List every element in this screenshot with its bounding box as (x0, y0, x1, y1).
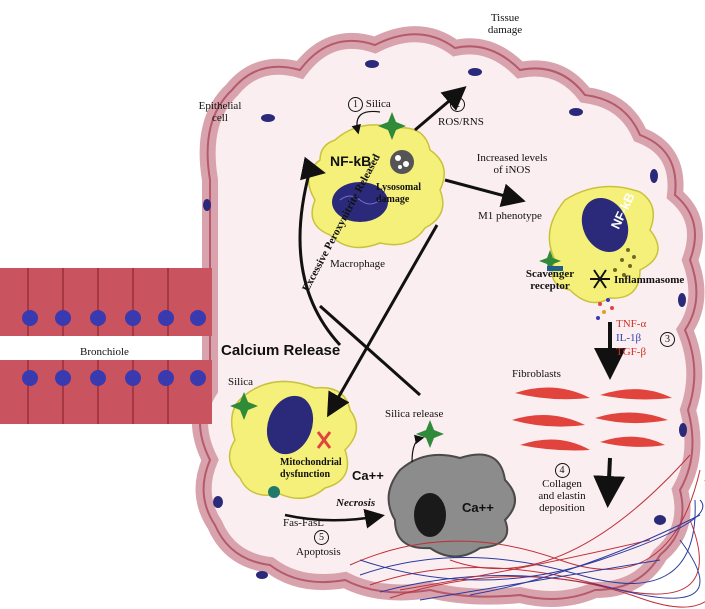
fas-receptor-icon (268, 486, 280, 498)
step2-ros-label: 2 (450, 97, 465, 112)
step-3-badge: 3 (660, 332, 675, 347)
step-1-badge: 1 (348, 97, 363, 112)
step-4-badge: 4 (555, 463, 570, 478)
m1-phenotype-label: M1 phenotype (478, 210, 542, 222)
silica-left-label: Silica (228, 376, 253, 388)
silica-release-label: Silica release (385, 408, 443, 420)
necrosis-label: Necrosis (336, 497, 375, 509)
step-5-badge: 5 (314, 530, 329, 545)
ca-necrotic-label: Ca++ (462, 502, 494, 514)
ca-cell-label: Ca++ (352, 470, 384, 482)
calcium-release-label: Calcium Release (221, 345, 340, 357)
fibroblasts-label: Fibroblasts (512, 368, 561, 380)
arrow-collagen (608, 458, 610, 500)
step1-silica-label: 1 Silica (348, 97, 391, 112)
il1-label: IL-1β (616, 332, 641, 344)
bronchiole-label: Bronchiole (80, 346, 129, 358)
fas-fasl-label: Fas-FasL (283, 517, 324, 529)
tnf-label: TNF-α (616, 318, 646, 330)
ros-rns-label: ROS/RNS (438, 116, 484, 128)
step-2-badge: 2 (450, 97, 465, 112)
inflammasome-label: Inflammasome (614, 274, 684, 286)
macrophage-label: Macrophage (330, 258, 385, 270)
tgf-label: TGF-β (616, 346, 646, 358)
apoptosis-label: Apoptosis (296, 546, 341, 558)
